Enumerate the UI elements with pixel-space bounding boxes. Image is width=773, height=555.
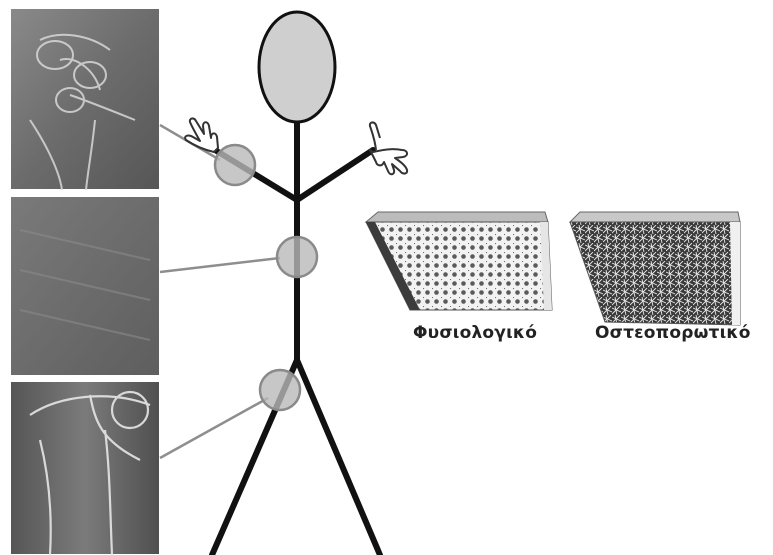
spine-marker	[277, 237, 317, 277]
figure-right-leg	[297, 360, 380, 555]
hip-connector	[160, 398, 268, 458]
figure-right-arm	[297, 150, 373, 200]
hip-marker	[260, 370, 300, 410]
spine-connector	[160, 258, 280, 272]
spine-xray-panel	[10, 196, 160, 376]
wrist-marker	[215, 145, 255, 185]
left-hand-icon	[185, 118, 218, 152]
hip-xray-panel	[10, 381, 160, 555]
figure-head	[259, 12, 335, 122]
normal-bone-sample	[366, 212, 552, 310]
osteoporotic-bone-sample	[570, 212, 740, 325]
right-hand-icon	[370, 122, 407, 174]
osteoporotic-bone-label: Οστεοπορωτικό	[595, 323, 751, 343]
normal-bone-label: Φυσιολογικό	[413, 323, 537, 343]
wrist-xray-panel	[10, 8, 160, 190]
